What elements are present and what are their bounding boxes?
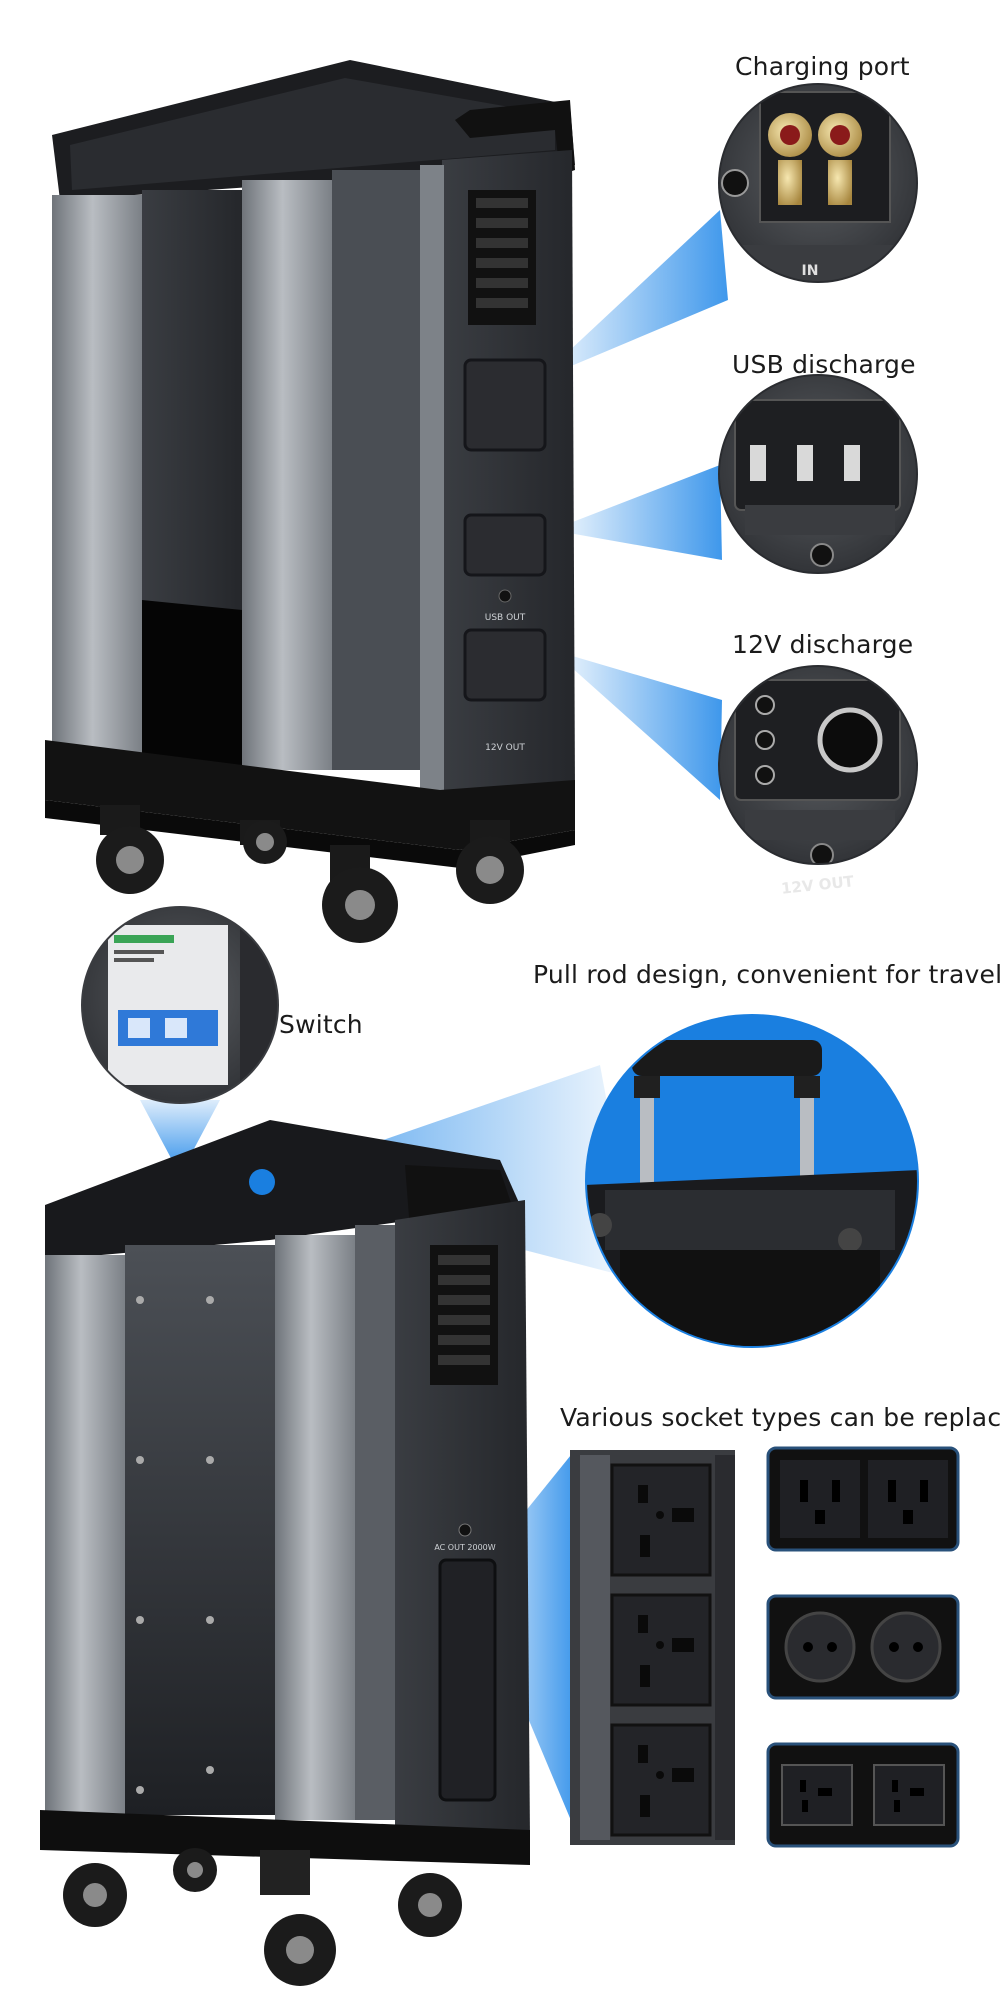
pull-rod-detail: [585, 1014, 919, 1348]
beam-charging: [538, 210, 728, 380]
beam-switch: [140, 1100, 220, 1175]
socket-option-eu: [766, 1594, 960, 1700]
12v-discharge-label: 12V discharge: [732, 630, 914, 659]
charging-cover: [463, 358, 547, 452]
usb-discharge-label: USB discharge: [732, 350, 916, 379]
bottom-wheels: [63, 1848, 462, 1986]
ac-out-label: AC OUT 2000W: [434, 1543, 495, 1552]
bottom-unit: AC OUT 2000W: [40, 1065, 640, 1986]
12v-cover: [463, 628, 547, 702]
switch-detail: [81, 906, 279, 1175]
switch-label: Switch: [279, 1010, 363, 1039]
charging-port-label: Charging port: [735, 52, 910, 81]
switch-location-dot: [249, 1169, 275, 1195]
universal-socket-2: [610, 1593, 712, 1707]
socket-types-label: Various socket types can be replaced: [560, 1403, 1000, 1432]
usb-out-small-label: USB OUT: [485, 613, 526, 623]
pull-rod-label: Pull rod design, convenient for travel: [533, 960, 1000, 989]
in-label: IN: [802, 263, 819, 279]
top-vent: [468, 190, 536, 325]
universal-socket-1: [610, 1463, 712, 1577]
universal-socket-3: [610, 1723, 712, 1837]
usb-detail: USB OUT: [718, 374, 918, 606]
top-unit: USB OUT 12V OUT: [45, 60, 728, 943]
ac-cover: [438, 1558, 497, 1802]
12v-detail: 12V OUT: [718, 665, 918, 898]
12v-out-label: 12V OUT: [780, 872, 855, 898]
usb-cover: [463, 513, 547, 577]
bottom-vent: [430, 1245, 498, 1385]
12v-out-small-label: 12V OUT: [485, 743, 525, 753]
usb-out-label: USB OUT: [781, 580, 858, 606]
socket-option-universal: [766, 1742, 960, 1848]
socket-strip: [570, 1450, 735, 1845]
top-wheels: [96, 805, 524, 943]
beam-12v: [552, 650, 722, 800]
socket-option-us: [766, 1446, 960, 1552]
charging-port-detail: IN: [718, 83, 918, 283]
beam-usb: [552, 465, 722, 560]
